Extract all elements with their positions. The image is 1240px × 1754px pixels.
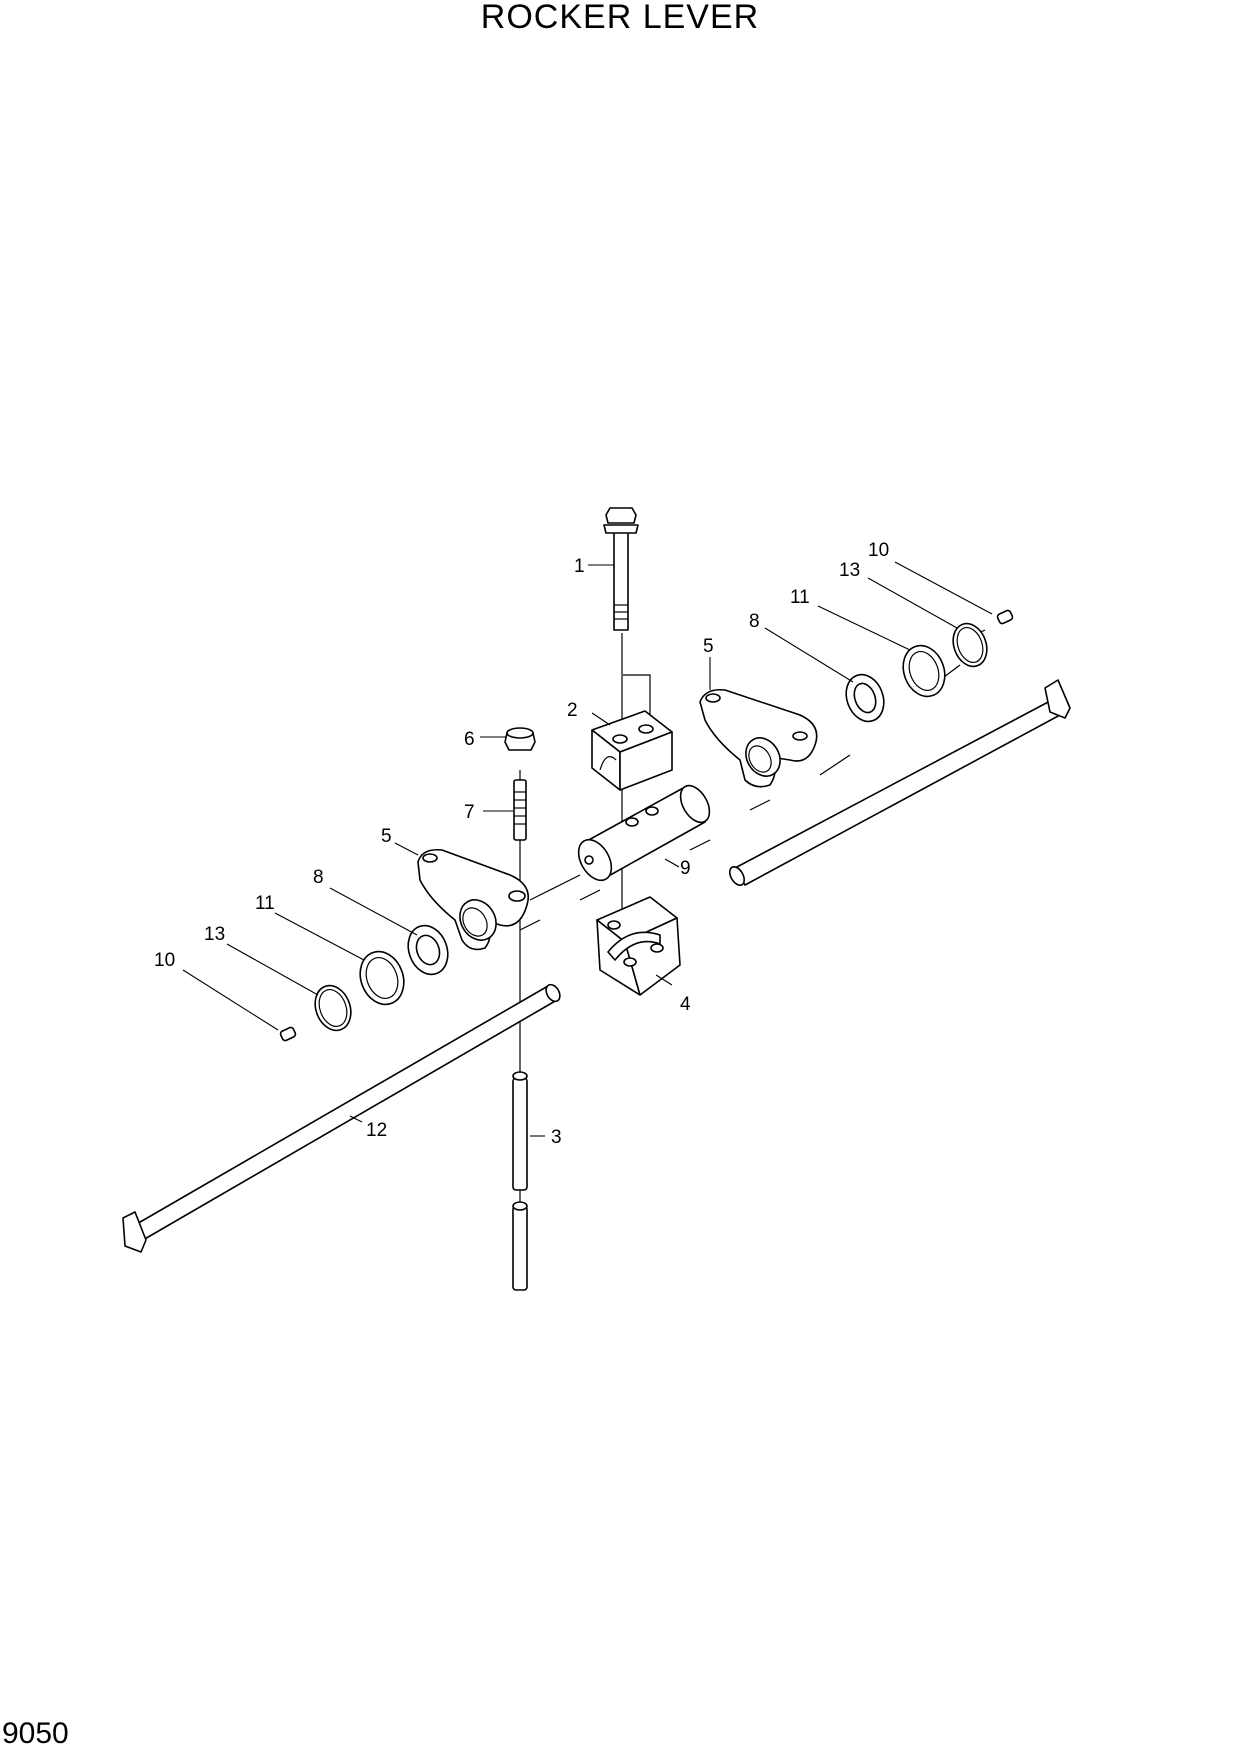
snap-ring-right-part	[952, 622, 988, 668]
snap-ring-left-part	[314, 984, 352, 1032]
spring-left-part	[407, 924, 449, 976]
callout-push-tube: 12	[366, 1120, 387, 1141]
callout-bracket-upper: 2	[567, 700, 578, 721]
callout-rocker-shaft: 9	[680, 858, 691, 879]
callout-labels: 1 2 3 4 5 5 6 7 8 8 9 10 10 11 11 12 13 …	[154, 540, 889, 1148]
washer-left-part	[359, 950, 405, 1006]
callout-rocker-arm-left: 5	[381, 826, 392, 847]
lower-bracket-part	[596, 896, 681, 996]
plug-right-part	[996, 609, 1014, 625]
callout-bracket-lower: 4	[680, 994, 691, 1015]
rocker-arm-left-part	[417, 848, 529, 951]
callout-plug-left: 10	[154, 950, 175, 971]
callout-washer-left: 11	[255, 893, 275, 914]
callout-spring-left: 8	[313, 867, 324, 888]
adjust-screw-part	[504, 727, 536, 841]
callout-adjust-screw: 7	[464, 802, 475, 823]
callout-snap-ring-left: 13	[204, 924, 225, 945]
callout-washer-right: 11	[790, 587, 810, 608]
rocker-shaft-part	[577, 784, 711, 882]
leader-lines	[182, 561, 993, 1137]
page-number: 9050	[2, 1717, 69, 1750]
callout-plug-right: 10	[868, 540, 889, 561]
bolt-part	[603, 507, 639, 631]
callout-adjust-nut: 6	[464, 729, 475, 750]
upper-bracket-part	[591, 710, 673, 791]
callout-spring-right: 8	[749, 611, 760, 632]
callout-push-rod: 3	[551, 1127, 562, 1148]
spring-right-part	[845, 673, 885, 723]
washer-right-part	[902, 644, 946, 698]
rocker-arm-right-part	[699, 688, 818, 788]
callout-bolt-top: 1	[574, 556, 585, 577]
push-rod-part	[512, 1071, 528, 1291]
page-title: ROCKER LEVER	[480, 0, 760, 36]
plug-left-part	[279, 1026, 297, 1042]
callout-snap-ring-right: 13	[839, 560, 860, 581]
push-tube-part	[122, 679, 1071, 1253]
callout-rocker-arm-right: 5	[703, 636, 714, 657]
